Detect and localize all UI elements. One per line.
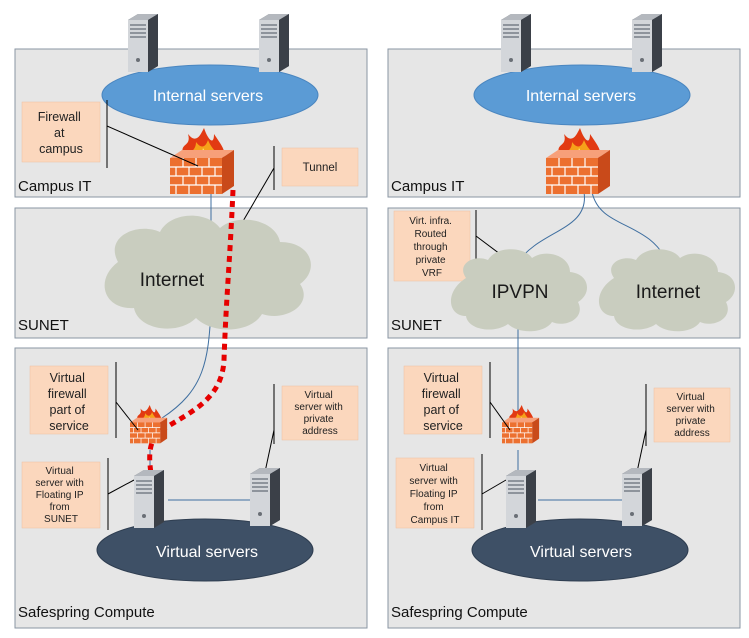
left-sunet-zone-label: SUNET [18,317,69,334]
left-callout-tunnel [281,147,359,187]
left-compute-zone-label: Safespring Compute [18,604,155,621]
right-ipvpn-label: IPVPN [491,282,548,303]
right-campus-zone-label: Campus IT [391,178,464,195]
right-callout-virt-infra-text: Virt. infra. Routed through private VRF [409,216,454,279]
left-campus-zone-label: Campus IT [18,178,91,195]
server-icon [250,468,280,526]
right-callout-floating-ip [395,457,475,529]
right-virtual-servers-label: Virtual servers [530,544,632,561]
server-icon [632,14,662,72]
left-link-internet-firewall [161,311,212,419]
right-internet-label: Internet [636,282,701,303]
left-callout-firewall-campus-text: Firewall at campus [38,110,85,156]
right-callout-virt-infra [393,210,471,282]
left-callout-tunnel-text: Tunnel [303,162,338,174]
right-callout-private-server-text: Virtual server with private address [666,392,717,439]
left-callout-private-server [281,385,359,441]
left-tunnel-path [147,189,236,481]
left-callout-virtual-firewall [29,365,109,435]
right-link-firewall-ipvpn [517,191,585,263]
right-ipvpn-cloud [450,249,588,332]
right-callout-private-server [653,387,731,443]
left-internet-label: Internet [140,270,205,291]
left-callout-private-server-text: Virtual server with private address [294,390,345,437]
right-internal-servers-label: Internal servers [526,88,636,105]
left-internal-servers-ellipse [101,64,319,126]
left-callout-virtual-firewall-text: Virtual firewall part of service [48,371,90,433]
right-diagram: Internal servers Campus IT Virt. infra. … [387,14,741,629]
server-icon [622,468,652,526]
server-icon [128,14,158,72]
right-callout-leader [481,479,507,495]
left-virtual-servers-label: Virtual servers [156,544,258,561]
server-icon [506,470,536,528]
left-internal-servers-label: Internal servers [153,88,263,105]
right-callout-virtual-firewall [403,365,483,435]
right-sunet-zone-label: SUNET [391,317,442,334]
left-callout-floating-ip-text: Virtual server with Floating IP from SUN… [35,466,86,525]
server-icon [259,14,289,72]
left-diagram: Internal servers Campus IT Firewall at c… [14,14,368,629]
left-callout-floating-ip [21,461,101,529]
server-icon [501,14,531,72]
right-callout-leader [489,401,511,431]
left-callout-leader [106,125,199,167]
left-virtual-servers-ellipse [96,518,314,582]
right-internal-servers-ellipse [473,64,691,126]
right-callout-floating-ip-text: Virtual server with Floating IP from Cam… [409,463,460,526]
server-icon [134,470,164,528]
right-internet-cloud [598,249,736,332]
right-virtual-servers-ellipse [471,518,689,582]
left-callout-firewall-campus [21,101,101,163]
left-callout-leader [115,401,139,431]
right-callout-virtual-firewall-text: Virtual firewall part of service [422,371,464,433]
right-compute-zone-label: Safespring Compute [391,604,528,621]
left-callout-leader [107,479,135,495]
left-internet-cloud [104,215,311,330]
